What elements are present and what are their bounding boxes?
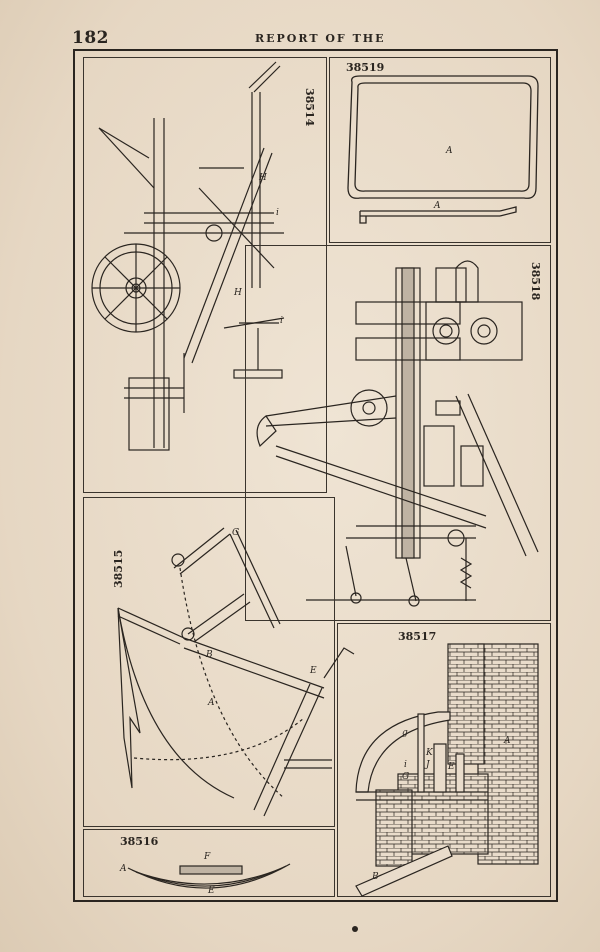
figure-38517: 38517 A g K [337,623,551,897]
label-A: A [446,146,453,156]
label-i: i [280,316,283,326]
label-H: H [234,288,242,298]
printer-mark [352,926,358,932]
plough-drawing-38515 [117,527,355,817]
label-E: E [208,886,215,896]
label-J: J [426,760,430,770]
label-B: B [372,872,379,882]
tray-drawing-38519 [347,75,539,224]
running-head: REPORT OF THE [255,32,386,45]
label-g: g [402,728,408,738]
page-header: 182 REPORT OF THE [0,28,600,50]
label-F: F [204,852,211,862]
figure-number: 38517 [398,630,437,643]
label-A: A [120,864,127,874]
figure-38518: 38518 [245,245,551,621]
label-i: i [404,760,407,770]
label-B: B [206,650,213,660]
label-E: E [310,666,317,676]
label-H: H [259,173,267,183]
label-A: A [208,698,215,708]
label-G: G [232,528,240,538]
label-G: G [402,772,410,782]
mechanism-drawing-38518 [256,260,539,607]
label-i: i [276,208,279,218]
figure-38516: 38516 F A E [83,829,335,897]
label-A: A [434,201,441,211]
figure-38515: 38515 [83,497,355,827]
furnace-drawing-38517 [355,643,539,897]
machine-drawing-38514 [91,61,285,451]
figure-number: 38519 [346,61,385,74]
label-A: A [504,736,511,746]
page-number: 182 [72,28,109,48]
label-E: E [448,762,455,772]
blade-drawing-38516 [127,863,291,889]
label-K: K [426,748,433,758]
figure-38514: 38514 [83,57,327,493]
figure-38519: 38519 A A [329,57,551,243]
patent-plate: 38514 [73,49,558,902]
figure-number: 38516 [120,835,159,848]
